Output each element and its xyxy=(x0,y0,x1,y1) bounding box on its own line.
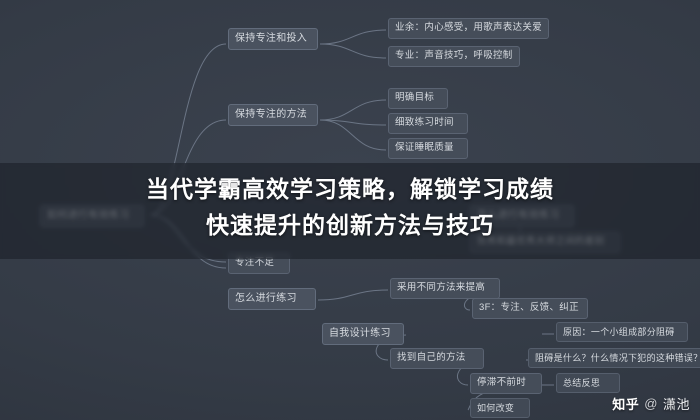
watermark: 知乎 @ 潇池 xyxy=(612,394,690,413)
title-line-2: 快速提升的创新方法与技巧 xyxy=(206,211,494,238)
zhihu-logo: 知乎 xyxy=(612,397,640,412)
mindmap-node: 总结反思 xyxy=(556,373,620,394)
mindmap-node: 原因：一个小组成部分阻碍 xyxy=(556,322,688,343)
mindmap-node: 保持专注的方法 xyxy=(228,104,318,126)
mindmap-node: 3F：专注、反馈、纠正 xyxy=(472,298,588,319)
mindmap-node: 阻碍是什么？什么情况下犯的这种错误？ xyxy=(528,348,700,369)
mindmap-node: 怎么进行练习 xyxy=(228,288,316,310)
mindmap-node: 找到自己的方法 xyxy=(390,348,484,369)
watermark-separator: @ xyxy=(644,396,658,411)
mindmap-node: 停滞不前时 xyxy=(470,373,542,394)
title-overlay-band xyxy=(0,163,700,259)
mindmap-node: 业余：内心感受，用歌声表达关爱 xyxy=(388,18,550,39)
page-title: 当代学霸高效学习策略，解锁学习成绩 快速提升的创新方法与技巧 xyxy=(0,172,700,243)
mindmap-node: 明确目标 xyxy=(388,88,448,109)
mindmap-node: 自我设计练习 xyxy=(322,323,404,345)
title-line-1: 当代学霸高效学习策略，解锁学习成绩 xyxy=(146,176,554,202)
mindmap-node: 保证睡眠质量 xyxy=(388,138,468,159)
mindmap-node: 专业：声音技巧，呼吸控制 xyxy=(388,46,520,67)
mindmap-node: 如何改变 xyxy=(470,398,530,419)
mindmap-node: 采用不同方法来提高 xyxy=(390,278,500,299)
mindmap-node: 保持专注和投入 xyxy=(228,28,318,50)
watermark-username: 潇池 xyxy=(662,397,690,412)
mindmap-node: 细致练习时间 xyxy=(388,113,468,134)
